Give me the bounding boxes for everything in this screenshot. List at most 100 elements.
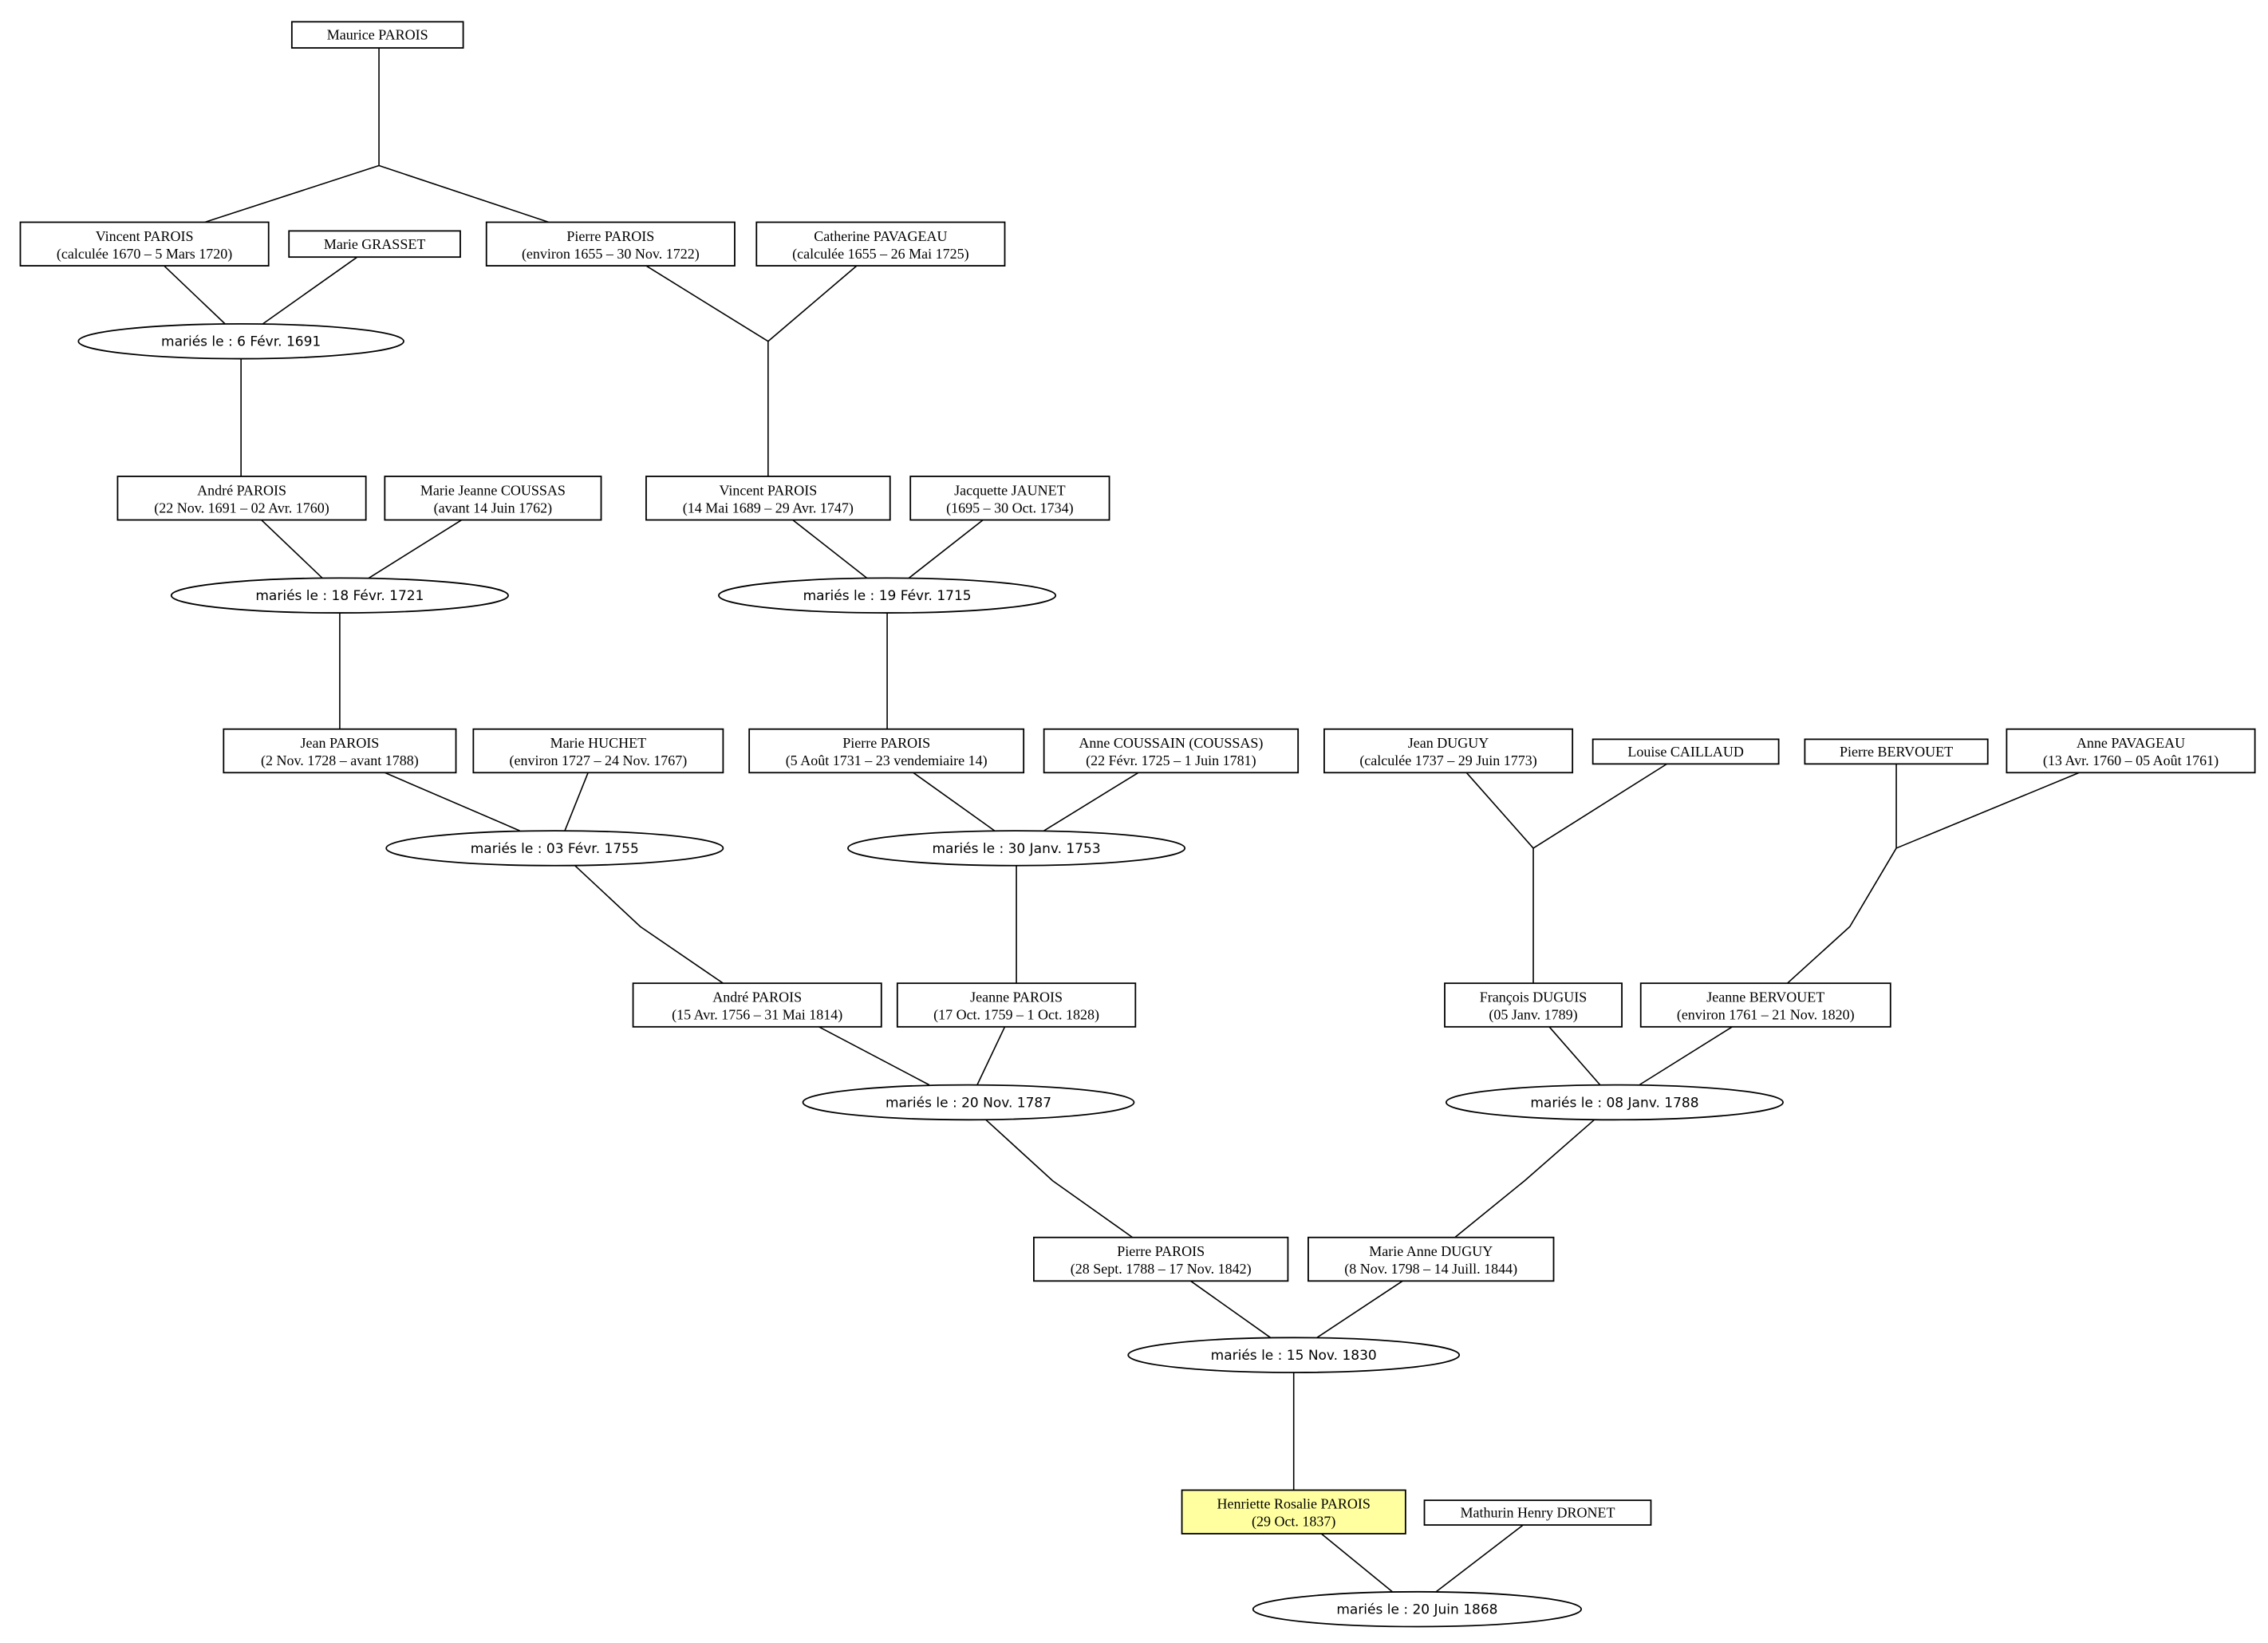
person-box-jean-duguy[interactable]: Jean DUGUY(calculée 1737 – 29 Juin 1773) bbox=[1323, 728, 1574, 774]
person-box-vincent1[interactable]: Vincent PAROIS(calculée 1670 – 5 Mars 17… bbox=[19, 221, 270, 267]
connector-line bbox=[767, 265, 858, 342]
connector-line bbox=[645, 265, 769, 342]
person-box-jeanne-bervouet[interactable]: Jeanne BERVOUET(environ 1761 – 21 Nov. 1… bbox=[1639, 982, 1891, 1028]
person-box-jean-parois[interactable]: Jean PAROIS(2 Nov. 1728 – avant 1788) bbox=[223, 728, 457, 774]
person-box-catherine[interactable]: Catherine PAVAGEAU(calculée 1655 – 26 Ma… bbox=[755, 221, 1006, 267]
person-box-frame bbox=[755, 221, 1006, 267]
person-box-frame bbox=[472, 728, 724, 774]
marriage-node-m1691: mariés le : 6 Févr. 1691 bbox=[77, 322, 404, 360]
person-box-frame bbox=[1423, 1499, 1652, 1526]
person-box-anne-pavageau[interactable]: Anne PAVAGEAU(13 Avr. 1760 – 05 Août 176… bbox=[2006, 728, 2256, 774]
person-name: Marie HUCHET bbox=[550, 735, 646, 751]
marriage-ellipse bbox=[1445, 1084, 1784, 1121]
person-box-frame bbox=[632, 982, 882, 1028]
marriage-ellipse bbox=[77, 322, 404, 360]
connector-line bbox=[1320, 1533, 1393, 1593]
person-box-frame bbox=[1639, 982, 1891, 1028]
marriage-ellipse bbox=[1252, 1590, 1582, 1628]
person-box-pierre3[interactable]: Pierre PAROIS(28 Sept. 1788 – 17 Nov. 18… bbox=[1033, 1236, 1289, 1282]
person-box-anne-coussain[interactable]: Anne COUSSAIN (COUSSAS)(22 Févr. 1725 – … bbox=[1043, 728, 1300, 774]
tree-nodes: mariés le : 6 Févr. 1691 mariés le : 18 F… bbox=[19, 21, 2256, 1628]
person-name: Pierre BERVOUET bbox=[1840, 744, 1953, 760]
marriage-node-m1715: mariés le : 19 Févr. 1715 bbox=[718, 577, 1057, 614]
person-name: Catherine PAVAGEAU bbox=[814, 228, 947, 244]
person-name: Anne PAVAGEAU bbox=[2077, 735, 2185, 751]
connector-line bbox=[818, 1026, 930, 1086]
marriage-ellipse bbox=[385, 830, 724, 867]
marriage-label: mariés le : 30 Janv. 1753 bbox=[932, 841, 1100, 857]
person-dates: (8 Nov. 1798 – 14 Juill. 1844) bbox=[1344, 1261, 1517, 1278]
person-dates: (14 Mai 1689 – 29 Avr. 1747) bbox=[683, 500, 854, 516]
connector-line bbox=[262, 256, 358, 325]
person-box-marie-huchet[interactable]: Marie HUCHET(environ 1727 – 24 Nov. 1767… bbox=[472, 728, 724, 774]
marriage-label: mariés le : 6 Févr. 1691 bbox=[161, 334, 321, 350]
connector-line bbox=[574, 865, 724, 984]
connector-line bbox=[368, 519, 463, 579]
person-dates: (13 Avr. 1760 – 05 Août 1761) bbox=[2043, 752, 2219, 769]
person-box-andre2[interactable]: André PAROIS (15 Avr. 1756 – 31 Mai 1814) bbox=[632, 982, 882, 1028]
connector-line bbox=[985, 1119, 1134, 1238]
marriage-node-m1787: mariés le : 20 Nov. 1787 bbox=[802, 1084, 1135, 1121]
person-box-francois[interactable]: François DUGUIS(05 Janv. 1789) bbox=[1444, 982, 1623, 1028]
person-box-marie-anne[interactable]: Marie Anne DUGUY (8 Nov. 1798 – 14 Juill.… bbox=[1308, 1236, 1555, 1282]
person-box-mathurin[interactable]: Mathurin Henry DRONET bbox=[1423, 1499, 1652, 1526]
connector-line bbox=[1454, 1119, 1595, 1238]
person-box-frame bbox=[288, 230, 461, 259]
connector-line bbox=[908, 519, 984, 579]
person-box-pierre2[interactable]: Pierre PAROIS(5 Août 1731 – 23 vendemiai… bbox=[748, 728, 1025, 774]
person-name: Anne COUSSAIN (COUSSAS) bbox=[1079, 735, 1263, 752]
person-box-louise[interactable]: Louise CAILLAUD bbox=[1592, 738, 1780, 765]
person-dates: (avant 14 Juin 1762) bbox=[434, 500, 552, 516]
person-name: Vincent PAROIS bbox=[719, 482, 817, 498]
person-name: Louise CAILLAUD bbox=[1627, 744, 1743, 760]
connector-line bbox=[378, 164, 550, 223]
person-name: Jean DUGUY bbox=[1408, 735, 1489, 751]
person-name: Marie Jeanne COUSSAS bbox=[420, 482, 566, 498]
marriage-node-m1830: mariés le : 15 Nov. 1830 bbox=[1127, 1337, 1461, 1373]
marriage-ellipse bbox=[170, 577, 509, 614]
person-box-jacquette[interactable]: Jacquette JAUNET(1695 – 30 Oct. 1734) bbox=[909, 476, 1110, 521]
marriage-node-m1721: mariés le : 18 Févr. 1721 bbox=[170, 577, 509, 614]
connector-line bbox=[1190, 1280, 1272, 1338]
person-box-vincent2[interactable]: Vincent PAROIS (14 Mai 1689 – 29 Avr. 174… bbox=[645, 476, 891, 521]
person-box-jeanne-parois[interactable]: Jeanne PAROIS (17 Oct. 1759 – 1 Oct. 1828… bbox=[896, 982, 1137, 1028]
person-name: André PAROIS bbox=[712, 989, 802, 1005]
person-box-frame bbox=[1444, 982, 1623, 1028]
person-name: Vincent PAROIS bbox=[96, 228, 194, 244]
person-box-frame bbox=[1592, 738, 1780, 765]
person-dates: (5 Août 1731 – 23 vendemiaire 14) bbox=[786, 752, 988, 769]
person-box-pierre-bervouet[interactable]: Pierre BERVOUET bbox=[1804, 738, 1989, 765]
person-box-marie-grasset[interactable]: Marie GRASSET bbox=[288, 230, 461, 259]
person-box-frame bbox=[896, 982, 1137, 1028]
connector-line bbox=[1895, 772, 2080, 849]
person-dates: (28 Sept. 1788 – 17 Nov. 1842) bbox=[1071, 1261, 1252, 1278]
person-box-frame bbox=[1181, 1489, 1406, 1534]
marriage-label: mariés le : 18 Févr. 1721 bbox=[255, 588, 424, 604]
person-dates: (2 Nov. 1728 – avant 1788) bbox=[261, 752, 419, 769]
person-name: Pierre PAROIS bbox=[842, 735, 930, 751]
person-dates: (17 Oct. 1759 – 1 Oct. 1828) bbox=[933, 1007, 1099, 1024]
person-box-mj-coussas[interactable]: Marie Jeanne COUSSAS (avant 14 Juin 1762) bbox=[384, 476, 602, 521]
person-name: Jeanne PAROIS bbox=[970, 989, 1063, 1005]
person-dates: (1695 – 30 Oct. 1734) bbox=[946, 500, 1073, 516]
person-box-frame bbox=[223, 728, 457, 774]
person-name: Marie Anne DUGUY bbox=[1369, 1243, 1493, 1259]
connector-line bbox=[1639, 1026, 1733, 1086]
person-dates: (environ 1761 – 21 Nov. 1820) bbox=[1677, 1007, 1855, 1024]
person-box-henriette[interactable]: Henriette Rosalie PAROIS(29 Oct. 1837) bbox=[1181, 1489, 1406, 1534]
person-box-frame bbox=[1323, 728, 1574, 774]
connector-line bbox=[1465, 772, 1534, 849]
person-dates: (15 Avr. 1756 – 31 Mai 1814) bbox=[672, 1007, 842, 1024]
connector-line bbox=[564, 772, 589, 831]
marriage-ellipse bbox=[718, 577, 1057, 614]
marriage-node-m1753: mariés le : 30 Janv. 1753 bbox=[847, 830, 1186, 867]
connector-line bbox=[164, 265, 226, 325]
connector-line bbox=[385, 772, 520, 831]
person-box-frame bbox=[1308, 1236, 1555, 1282]
person-box-maurice[interactable]: Maurice PAROIS bbox=[290, 21, 464, 49]
connector-line bbox=[1787, 847, 1897, 984]
person-name: Mathurin Henry DRONET bbox=[1461, 1505, 1615, 1521]
person-box-pierre1[interactable]: Pierre PAROIS(environ 1655 – 30 Nov. 172… bbox=[485, 221, 736, 267]
person-box-andre1[interactable]: André PAROIS(22 Nov. 1691 – 02 Avr. 1760… bbox=[116, 476, 367, 521]
